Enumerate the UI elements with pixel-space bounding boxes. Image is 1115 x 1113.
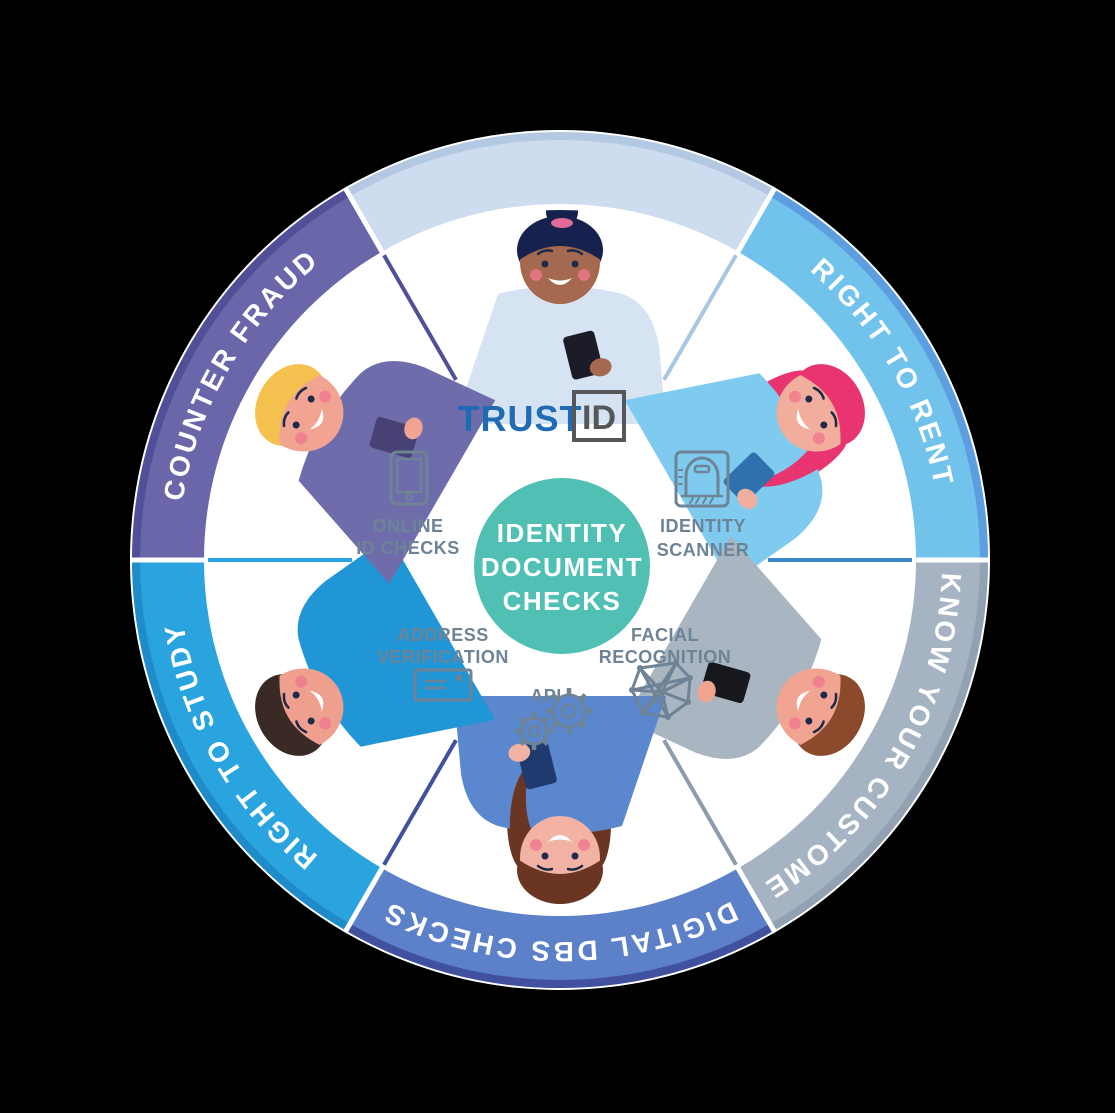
- held-device: [563, 330, 612, 380]
- sector-dividers: [208, 254, 912, 866]
- rim-know-your-custome: [769, 559, 988, 931]
- rim-digital-dbs-checks: [346, 923, 774, 989]
- center-line1: IDENTITY: [497, 518, 627, 548]
- divider-fraud-work: [382, 254, 458, 381]
- hair-bun: [546, 210, 578, 228]
- outer-ring: [130, 131, 990, 989]
- gears-icon: [515, 688, 592, 750]
- face-mesh-icon: [629, 660, 693, 720]
- segment-seams: [130, 186, 990, 934]
- facial-label-line2: RECOGNITION: [599, 647, 732, 667]
- segment-digital-dbs-checks: [346, 868, 774, 989]
- online-label-line2: ID CHECKS: [356, 538, 460, 558]
- segment-counter-fraud: [132, 189, 382, 561]
- scanner-label-line2: SCANNER: [657, 540, 750, 560]
- facial-label-line1: FACIAL: [631, 625, 699, 645]
- rim-right-to-rent: [769, 189, 988, 561]
- center-circle: [474, 478, 650, 654]
- divider-work-rent: [662, 254, 738, 381]
- segment-know-your-custome: [738, 560, 988, 931]
- person-right-to-rent: [624, 364, 865, 584]
- divider-dbs-study: [382, 739, 458, 866]
- envelope-icon: [413, 668, 473, 702]
- segment-right-to-rent: [738, 189, 988, 561]
- document-scanner-icon: [674, 450, 730, 508]
- person-right-to-work: [454, 210, 666, 424]
- center-line3: CHECKS: [503, 586, 622, 616]
- scanner-label-line1: IDENTITY: [660, 516, 746, 536]
- logo-trust-text: TRUST: [458, 398, 583, 439]
- logo-id-text: ID: [582, 399, 616, 437]
- address-label-line1: ADDRESS: [397, 625, 489, 645]
- segment-right-to-study: [132, 560, 382, 931]
- smartphone-icon: [389, 450, 429, 506]
- person-know-your-custome: [624, 536, 865, 759]
- logo-id-box: [572, 390, 626, 442]
- rim-right-to-work: [346, 131, 774, 197]
- center-line2: DOCUMENT: [481, 552, 643, 582]
- rim-counter-fraud: [132, 189, 351, 561]
- api-label: API: [530, 686, 562, 706]
- center-badge: IDENTITY DOCUMENT CHECKS: [474, 478, 650, 654]
- segment-right-to-work: [346, 131, 774, 252]
- divider-custome-dbs: [662, 739, 738, 866]
- trustid-logo: TRUST ID: [458, 390, 626, 442]
- person-right-to-study: [255, 536, 496, 756]
- person-digital-dbs-checks: [454, 696, 666, 904]
- address-label-line2: VERIFICATION: [377, 647, 509, 667]
- people-layer: [255, 210, 865, 904]
- rim-right-to-study: [132, 559, 351, 931]
- services: ONLINE ID CHECKS IDENTITY SCANNER ADDRES…: [356, 450, 750, 750]
- online-label-line1: ONLINE: [372, 516, 443, 536]
